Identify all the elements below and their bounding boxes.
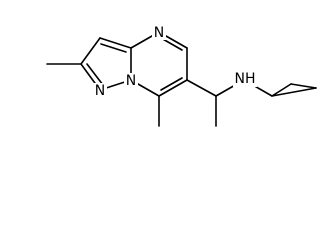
bond-c6-to-c7-inner <box>160 77 183 91</box>
chemical-structure-diagram: N N N NH <box>46 25 317 127</box>
bond-c6-to-c7 <box>158 79 188 97</box>
atom-n-bridge: N <box>124 73 138 89</box>
atom-n-top: N <box>152 25 166 41</box>
atom-nh: NH <box>233 71 257 87</box>
bond-c6-to-ch <box>186 79 217 97</box>
atom-n-left: N <box>93 83 107 99</box>
bond-cyclopropyl-b-c <box>290 83 317 89</box>
atom-labels: N N N NH <box>93 25 257 99</box>
bond-c2-to-n-left-inner <box>86 63 104 86</box>
bond-junction-to-c3-inner <box>100 43 127 53</box>
atom-label-n-bridge: N <box>126 73 136 89</box>
bond-c3-to-c2 <box>80 37 101 65</box>
bonds <box>46 31 317 127</box>
atom-label-nh: NH <box>235 71 256 87</box>
bond-junction-to-c3 <box>99 37 132 49</box>
bond-cyclopropyl-c-a <box>271 87 317 97</box>
atom-label-n-left: N <box>95 83 105 99</box>
bond-cyclopropyl-a-b <box>271 83 292 97</box>
atom-label-n-top: N <box>154 25 164 41</box>
